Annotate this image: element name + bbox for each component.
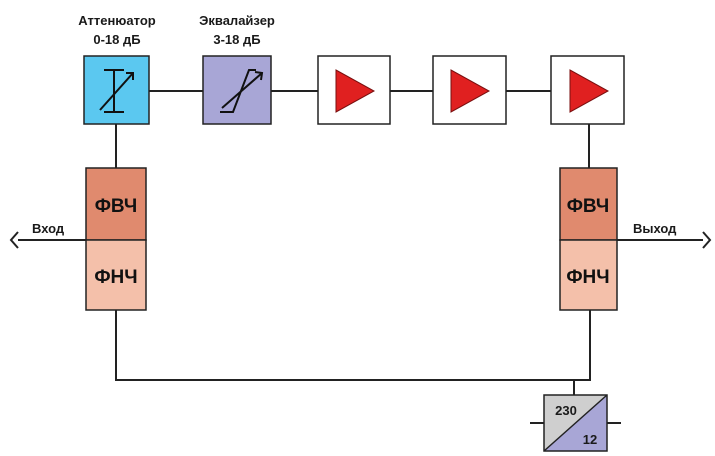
attenuator-label: Аттенюатор xyxy=(78,13,156,28)
power-supply-block: 230 12 xyxy=(543,394,608,452)
attenuator-block xyxy=(83,55,150,125)
input-hpf-block xyxy=(85,167,147,241)
equalizer-icon xyxy=(220,69,264,113)
input-diplexer: ФВЧ ФНЧ xyxy=(85,167,147,311)
equalizer-label: Эквалайзер xyxy=(199,13,275,28)
amplifier-1 xyxy=(317,55,391,125)
amplifier-3 xyxy=(550,55,625,125)
output-lpf-block xyxy=(559,239,618,311)
wiring xyxy=(18,90,703,424)
attenuator-icon xyxy=(99,69,134,113)
input-lpf-label: ФНЧ xyxy=(94,267,137,288)
output-hpf-label: ФВЧ xyxy=(567,196,610,217)
amplifier-2 xyxy=(432,55,507,125)
amplifier-icon xyxy=(335,69,376,113)
equalizer-range: 3-18 дБ xyxy=(213,32,260,47)
output-diplexer: ФВЧ ФНЧ xyxy=(559,167,618,311)
input-connector-icon xyxy=(9,231,19,249)
psu-input-voltage: 230 xyxy=(555,403,577,418)
amplifier-icon xyxy=(450,69,491,113)
attenuator-range: 0-18 дБ xyxy=(93,32,140,47)
input-label: Вход xyxy=(32,221,65,236)
wire-bottom-bus xyxy=(115,310,591,381)
amplifier-icon xyxy=(569,69,610,113)
input-lpf-block xyxy=(85,239,147,311)
power-supply-icon xyxy=(543,394,608,452)
psu-output-voltage: 12 xyxy=(583,432,597,447)
output-label: Выход xyxy=(633,221,677,236)
equalizer-block xyxy=(202,55,272,125)
output-lpf-label: ФНЧ xyxy=(566,267,609,288)
output-connector-icon xyxy=(702,231,712,249)
input-hpf-label: ФВЧ xyxy=(95,196,138,217)
